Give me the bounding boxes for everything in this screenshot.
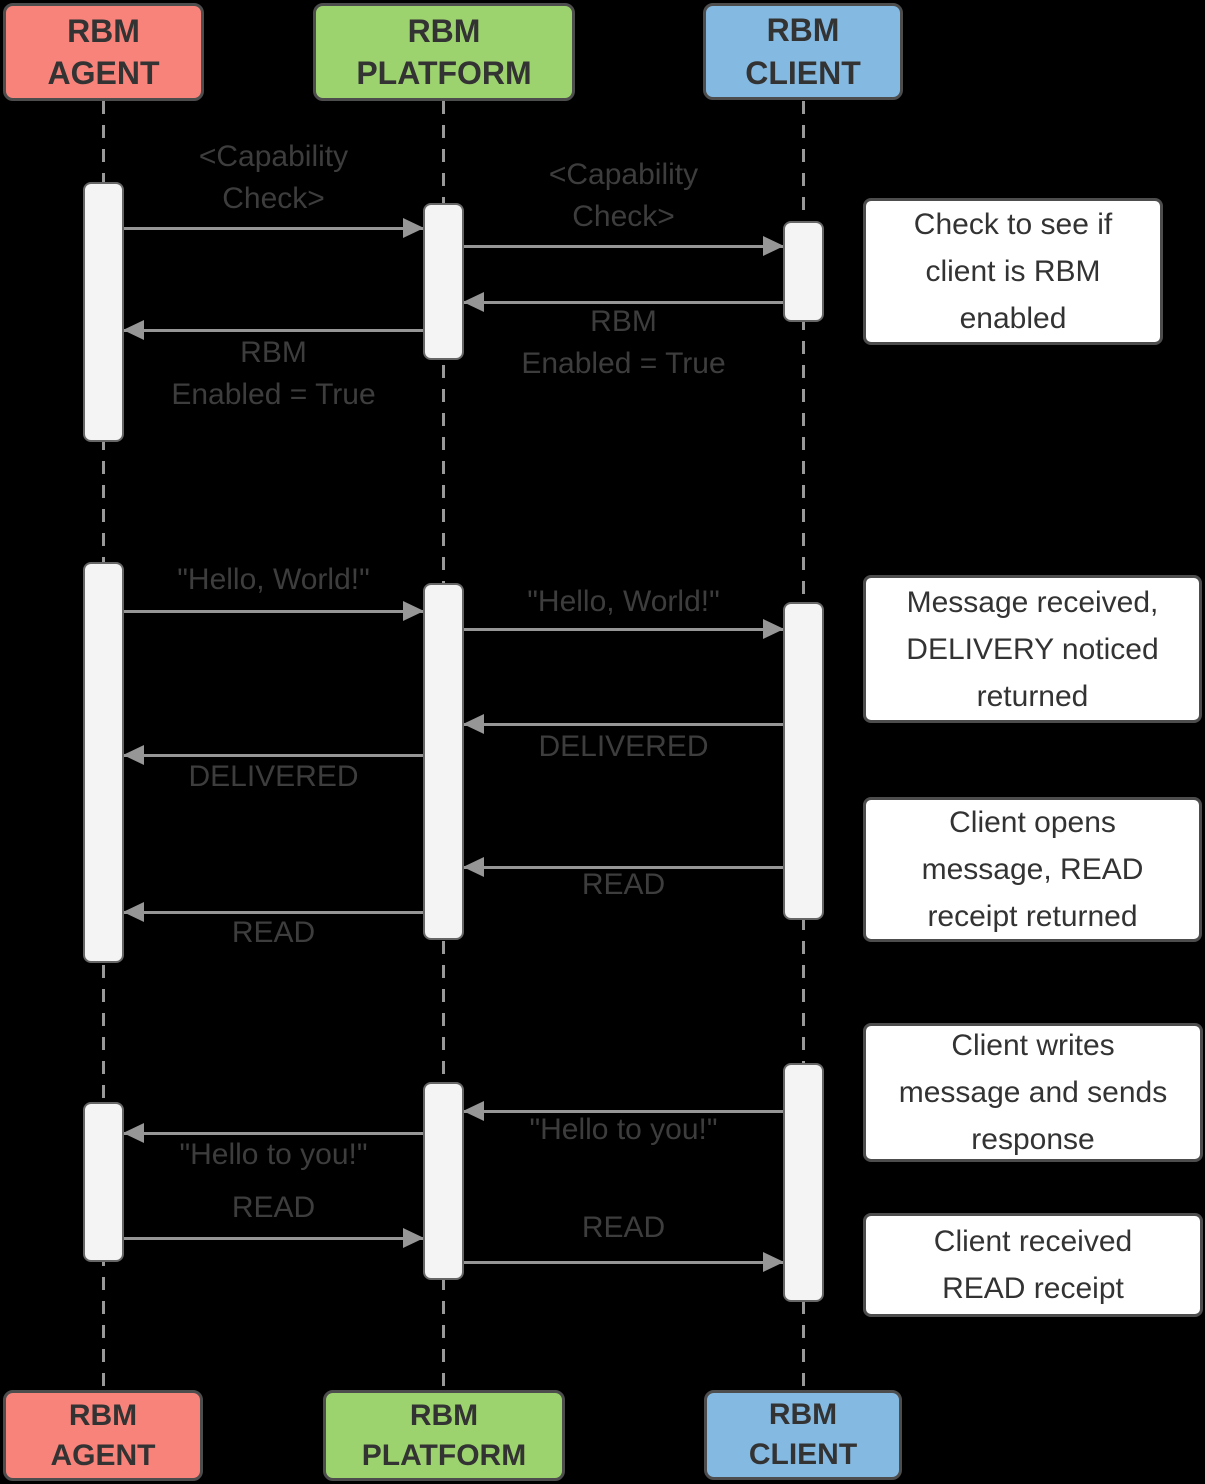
arrowhead-left-icon (123, 745, 144, 765)
actor-box-client-top: RBM CLIENT (703, 3, 903, 100)
arrow-shaft (464, 628, 783, 631)
activation-bar-client-2 (783, 602, 824, 920)
arrow-shaft (124, 911, 423, 914)
actor-label: RBM (68, 1398, 138, 1432)
actor-box-platform-bottom: RBM PLATFORM (323, 1390, 565, 1481)
actor-box-agent-top: RBM AGENT (3, 3, 204, 101)
activation-bar-agent-3 (83, 1102, 124, 1262)
arrow-shaft (464, 301, 783, 304)
actor-label: RBM (766, 12, 840, 49)
arrow-shaft (464, 1261, 783, 1264)
actor-label: CLIENT (745, 54, 861, 91)
note-capability-check: Check to see if client is RBM enabled (863, 198, 1163, 345)
arrowhead-left-icon (463, 1101, 484, 1121)
activation-bar-platform-3 (423, 1082, 464, 1280)
arrowhead-right-icon (403, 1228, 424, 1248)
arrowhead-right-icon (403, 218, 424, 238)
arrow-shaft (124, 754, 423, 757)
activation-bar-agent-2 (83, 562, 124, 963)
actor-label: AGENT (47, 55, 160, 91)
message-label-hello-to-you-right: "Hello to you!" (529, 1113, 718, 1146)
arrow-shaft (464, 1110, 783, 1113)
actor-label: PLATFORM (356, 55, 532, 91)
activation-bar-platform-1 (423, 203, 464, 360)
message-label-hello-to-you-left: "Hello to you!" (179, 1138, 368, 1171)
actor-label: CLIENT (748, 1438, 858, 1471)
arrow-shaft (464, 723, 783, 726)
arrowhead-left-icon (463, 714, 484, 734)
note-read-receipt-returned: Client opens message, READ receipt retur… (863, 797, 1202, 942)
message-label-delivered-right: DELIVERED (538, 730, 709, 763)
note-delivery: Message received, DELIVERY noticed retur… (863, 575, 1202, 723)
arrowhead-right-icon (763, 236, 784, 256)
arrowhead-right-icon (403, 601, 424, 621)
actor-label: RBM (768, 1398, 838, 1432)
activation-bar-platform-2 (423, 583, 464, 940)
actor-label: RBM (409, 1398, 479, 1432)
actor-label: AGENT (50, 1438, 156, 1472)
message-label-read-left: READ (231, 916, 316, 949)
arrow-shaft (124, 1132, 423, 1135)
arrow-shaft (464, 866, 783, 869)
arrow-shaft (124, 227, 423, 230)
actor-box-agent-bottom: RBM AGENT (3, 1390, 203, 1481)
message-label-read-right: READ (581, 868, 666, 901)
arrowhead-right-icon (763, 619, 784, 639)
message-label-read2-left: READ (231, 1191, 316, 1224)
arrow-shaft (124, 329, 423, 332)
actor-label: PLATFORM (361, 1438, 527, 1472)
arrowhead-right-icon (763, 1252, 784, 1272)
arrow-shaft (124, 1237, 423, 1240)
arrow-shaft (124, 610, 423, 613)
arrowhead-left-icon (463, 292, 484, 312)
arrowhead-left-icon (123, 320, 144, 340)
message-label-rbm-enabled-left: RBM Enabled = True (171, 336, 376, 411)
actor-box-platform-top: RBM PLATFORM (313, 3, 575, 101)
arrowhead-left-icon (463, 857, 484, 877)
message-label-hello-world-right: "Hello, World!" (527, 585, 720, 618)
activation-bar-agent-1 (83, 182, 124, 442)
message-label-hello-world-left: "Hello, World!" (177, 563, 370, 596)
actor-box-client-bottom: RBM CLIENT (704, 1390, 902, 1480)
actor-label: RBM (67, 12, 140, 49)
message-label-capability-check-right: <Capability Check> (548, 158, 699, 233)
message-label-delivered-left: DELIVERED (188, 760, 359, 793)
message-label-rbm-enabled-right: RBM Enabled = True (521, 305, 726, 380)
activation-bar-client-3 (783, 1063, 824, 1302)
arrow-shaft (464, 245, 783, 248)
arrowhead-left-icon (123, 1123, 144, 1143)
note-client-response: Client writes message and sends response (863, 1023, 1203, 1162)
message-label-read2-right: READ (581, 1211, 666, 1244)
note-read-receipt-received: Client received READ receipt (863, 1213, 1203, 1317)
activation-bar-client-1 (783, 221, 824, 322)
message-label-capability-check-left: <Capability Check> (198, 140, 349, 215)
actor-label: RBM (407, 12, 481, 49)
arrowhead-left-icon (123, 902, 144, 922)
